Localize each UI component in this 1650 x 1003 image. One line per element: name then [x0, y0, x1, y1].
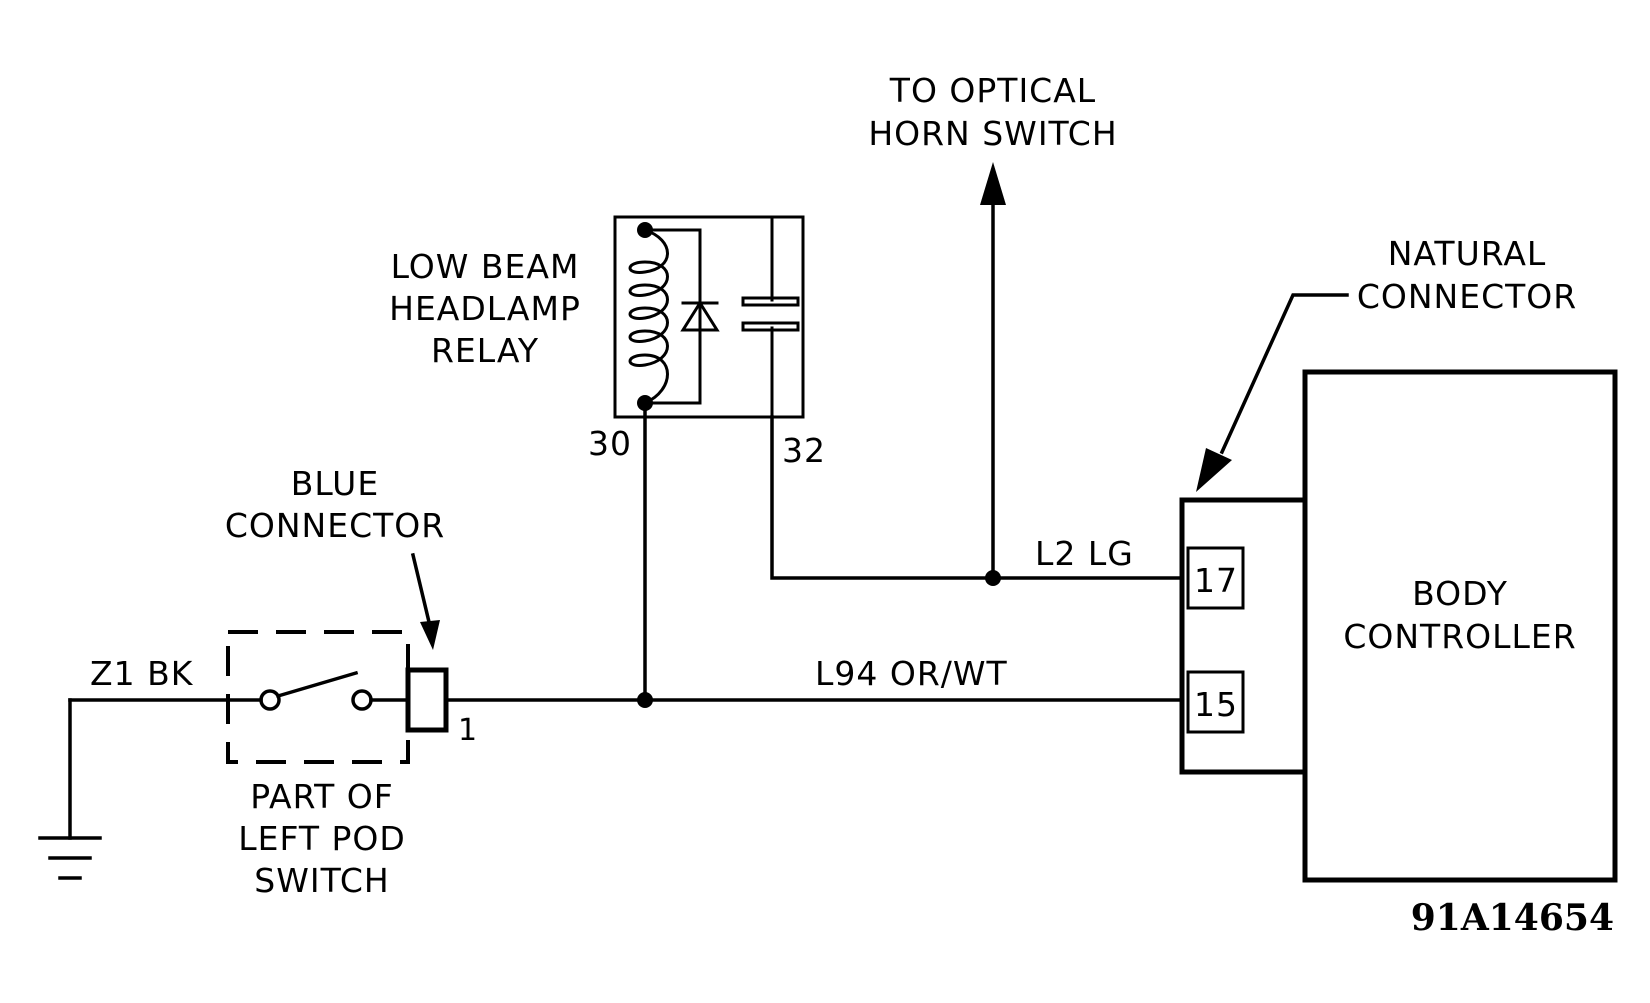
pod-switch-label-line-3: SWITCH — [254, 861, 389, 900]
horn-switch-label-line-2: HORN SWITCH — [868, 114, 1117, 153]
pod-switch-label-line-1: PART OF — [250, 777, 394, 816]
horn-switch-arrow — [980, 162, 1006, 205]
wire-l2-lg — [770, 415, 1182, 580]
natural-connector — [1179, 497, 1308, 775]
body-controller — [1302, 369, 1618, 883]
relay-pin-30: 30 — [588, 424, 632, 463]
natural-connector-arrow — [1196, 293, 1349, 492]
left-pod-switch — [226, 630, 410, 764]
controller-pin-15: 15 — [1194, 685, 1238, 724]
low-beam-headlamp-relay — [613, 215, 805, 419]
natural-connector-label-line-2: CONNECTOR — [1357, 277, 1577, 316]
figure-reference: 91A14654 — [1411, 897, 1614, 939]
wire-label-z1-bk: Z1 BK — [90, 654, 194, 693]
wire-label-l2-lg: L2 LG — [1035, 534, 1134, 573]
blue-connector-label-line-2: CONNECTOR — [225, 506, 445, 545]
blue-connector-pin: 1 — [458, 713, 477, 748]
ground-symbol — [38, 698, 102, 880]
blue-connector — [405, 667, 449, 733]
natural-connector-label-line-1: NATURAL — [1388, 234, 1547, 273]
blue-connector-arrow — [410, 552, 440, 650]
relay-pin-32: 32 — [782, 431, 826, 470]
relay-label-line-3: RELAY — [431, 331, 539, 370]
blue-connector-label-line-1: BLUE — [291, 464, 379, 503]
pod-switch-label-line-2: LEFT POD — [238, 819, 406, 858]
body-controller-label-line-2: CONTROLLER — [1343, 617, 1576, 656]
controller-pin-17: 17 — [1194, 561, 1238, 600]
relay-label-line-2: HEADLAMP — [389, 289, 581, 328]
relay-label-line-1: LOW BEAM — [391, 247, 580, 286]
wire-label-l94-or-wt: L94 OR/WT — [815, 654, 1008, 693]
horn-switch-label-line-1: TO OPTICAL — [889, 71, 1096, 110]
body-controller-label-line-1: BODY — [1412, 574, 1508, 613]
